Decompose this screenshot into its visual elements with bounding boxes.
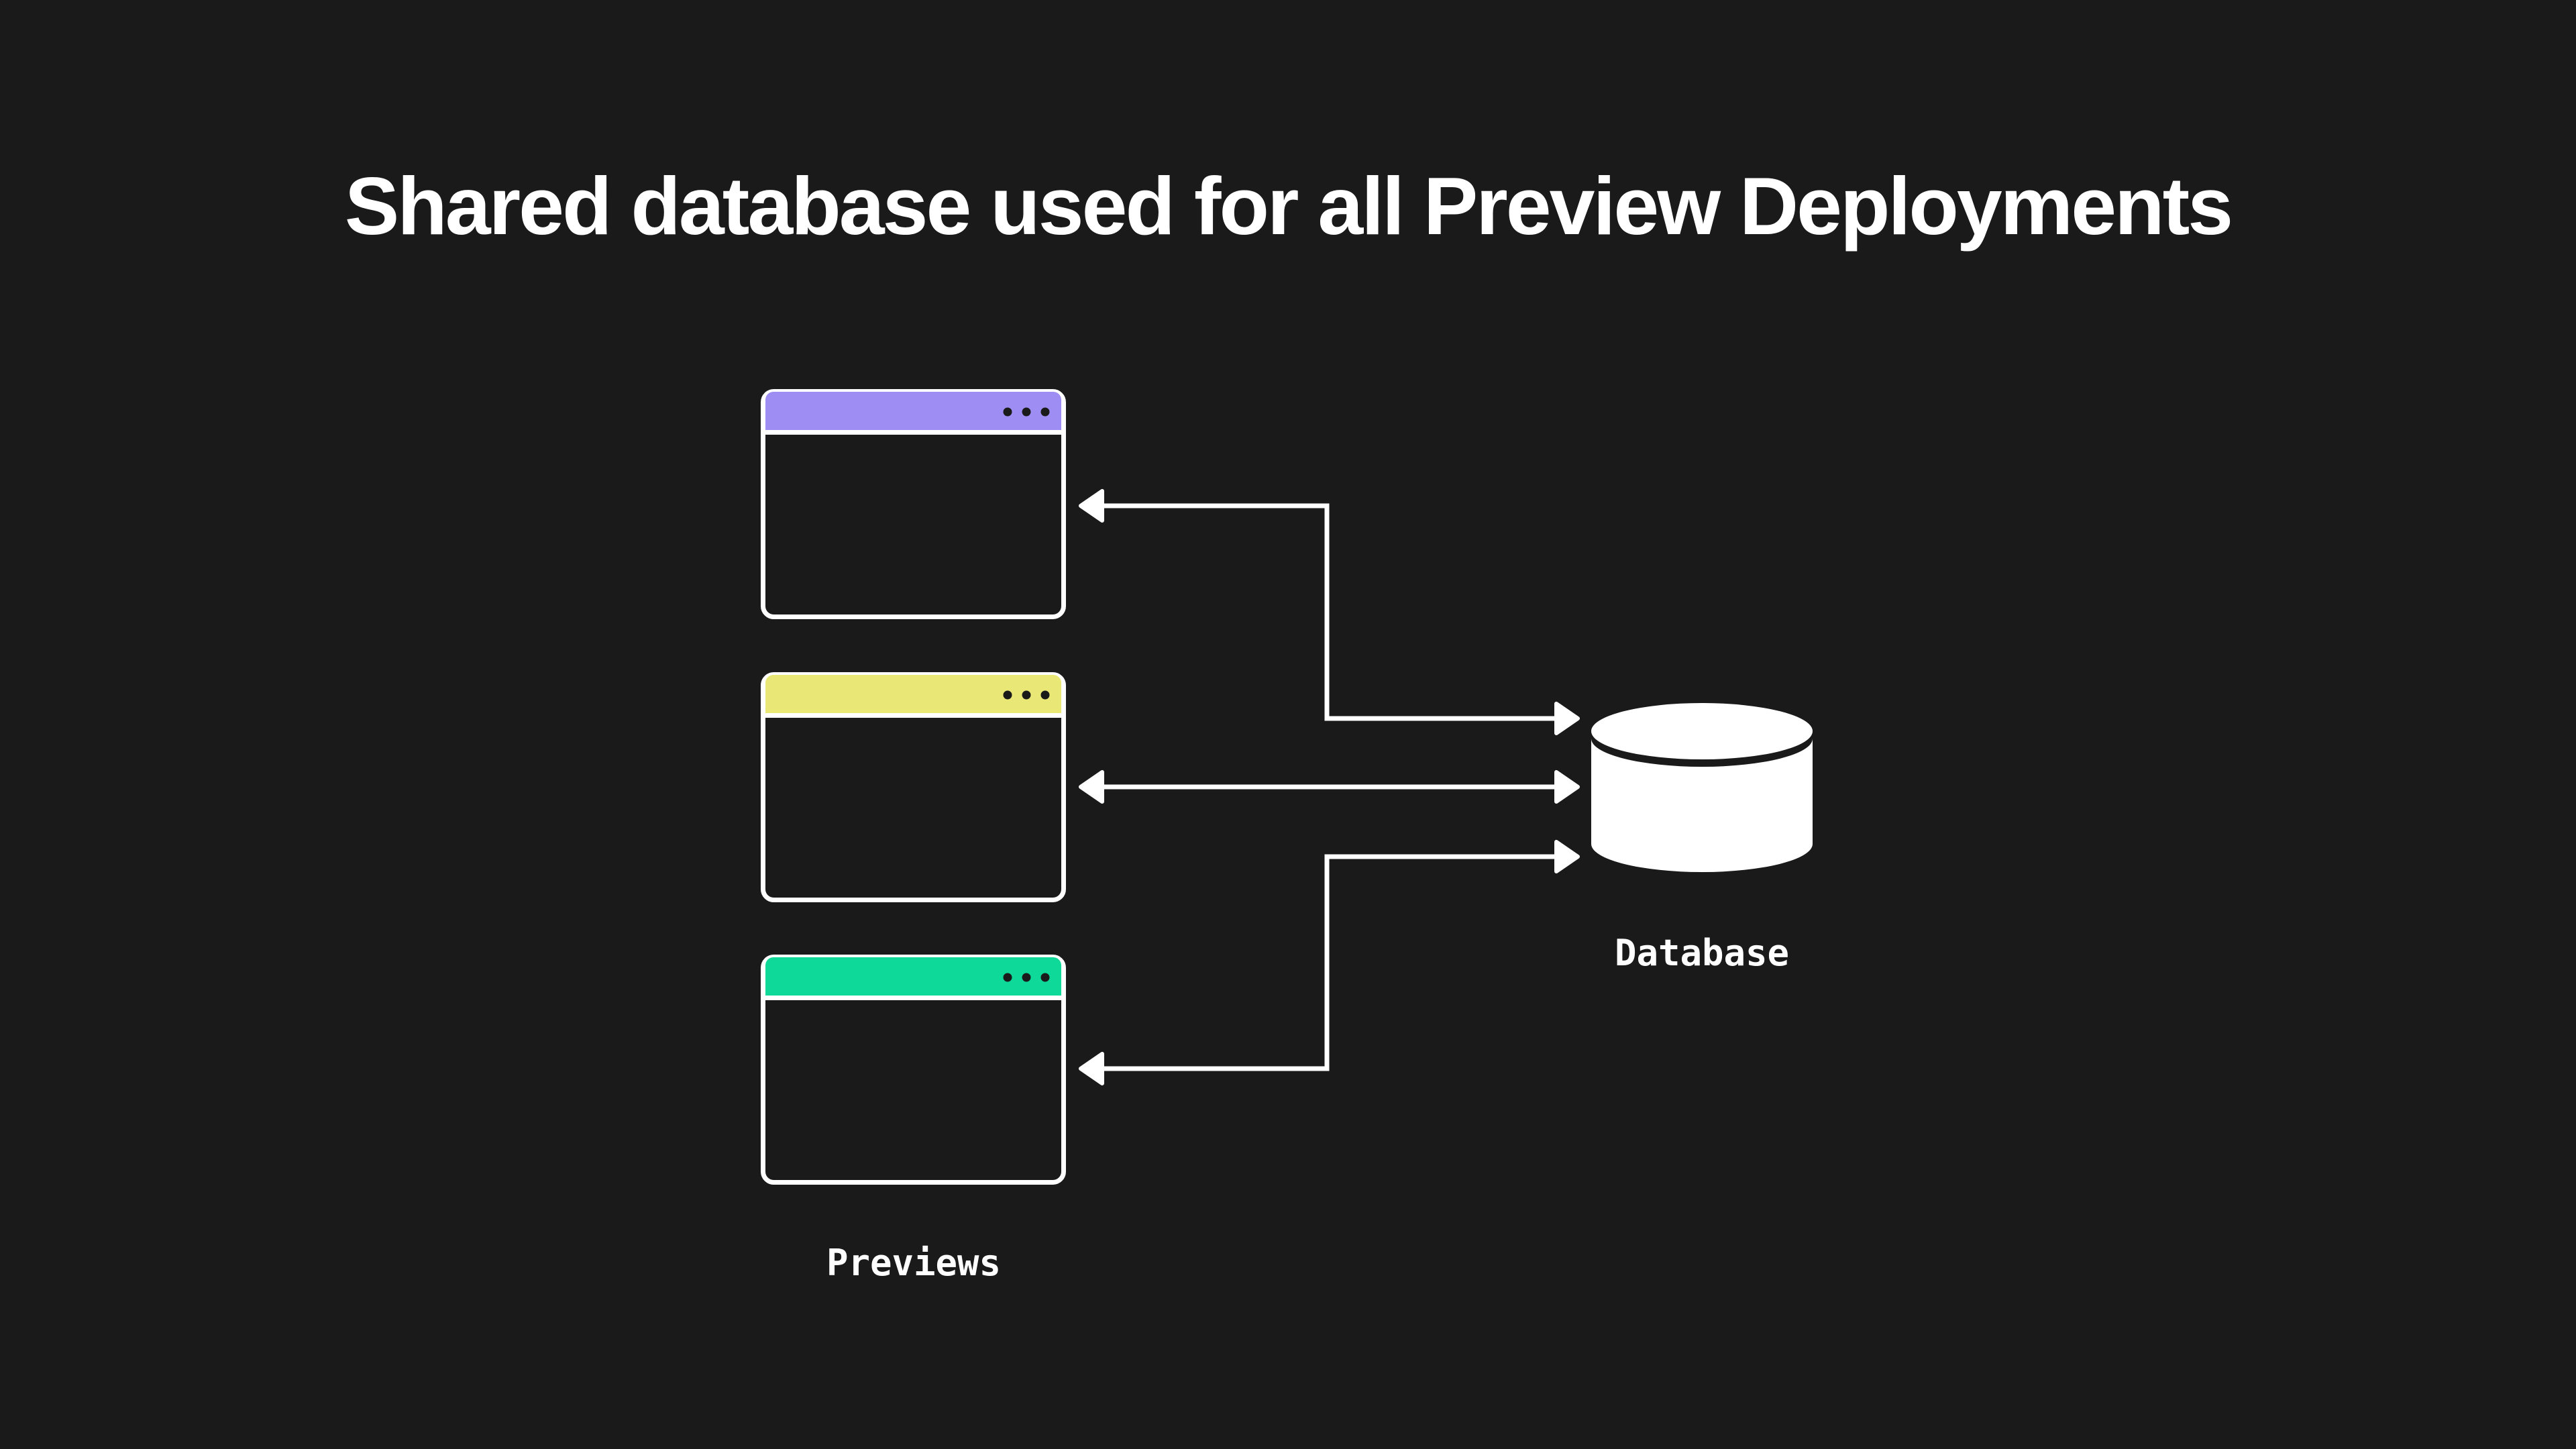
window-frame: [761, 389, 1066, 619]
window-dots-icon: [1003, 407, 1050, 417]
preview-window-3: [761, 955, 1066, 1185]
connection-arrow-database-window3: [1079, 840, 1580, 1085]
connection-arrow-database-window1: [1079, 489, 1580, 735]
previews-label: Previews: [826, 1242, 1002, 1284]
arrowhead-right-icon: [1554, 770, 1580, 804]
connector-line: [1100, 503, 1560, 721]
arrowhead-left-icon: [1079, 489, 1104, 523]
window-frame: [761, 672, 1066, 902]
database-body: [1591, 739, 1813, 872]
arrowhead-right-icon: [1554, 840, 1580, 873]
arrowhead-right-icon: [1554, 702, 1580, 735]
window-header-separator: [765, 996, 1061, 1000]
preview-window-2: [761, 672, 1066, 902]
connector-line: [1100, 854, 1560, 1071]
arrowhead-left-icon: [1079, 1052, 1104, 1085]
preview-window-1: [761, 389, 1066, 619]
page-title: Shared database used for all Preview Dep…: [344, 160, 2233, 252]
arrowhead-left-icon: [1079, 770, 1104, 804]
window-header-bar: [765, 957, 1061, 996]
window-header-separator: [765, 713, 1061, 718]
window-header-bar: [765, 392, 1061, 430]
database-lid: [1591, 703, 1813, 759]
database-cylinder-icon: [1591, 703, 1813, 872]
window-header-separator: [765, 430, 1061, 435]
connection-arrow-database-window2: [1079, 770, 1580, 804]
window-header-bar: [765, 675, 1061, 713]
window-dots-icon: [1003, 973, 1050, 982]
window-dots-icon: [1003, 690, 1050, 700]
database-label: Database: [1614, 932, 1790, 974]
window-frame: [761, 955, 1066, 1185]
